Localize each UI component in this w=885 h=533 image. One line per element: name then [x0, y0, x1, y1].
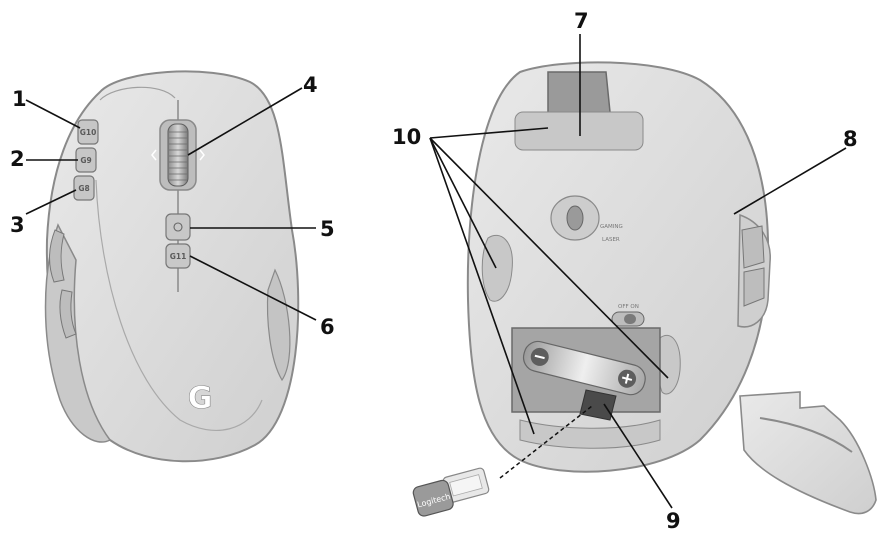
thumb-button-forward[interactable]	[49, 229, 65, 283]
leader-6	[189, 255, 317, 321]
plus-icon-v	[624, 373, 630, 384]
usb-receiver: Logitech	[412, 467, 490, 517]
leader-10b	[429, 137, 497, 269]
leader-4	[187, 87, 303, 156]
battery-door-groove	[759, 417, 853, 453]
power-switch-label: OFF ON	[618, 304, 639, 310]
leader-10a	[429, 127, 549, 139]
callout-8: 8	[843, 127, 858, 151]
g10-button-label: G10	[80, 128, 97, 137]
power-switch-knob	[624, 314, 636, 324]
scroll-wheel-ridges	[169, 131, 187, 181]
leader-3	[25, 189, 77, 215]
mouse-bottom-view: GAMING LASER OFF ON	[466, 61, 771, 473]
callouts-right: 7 8 9 10	[392, 9, 858, 533]
receiver-connector-inner	[449, 474, 483, 497]
leader-9	[603, 403, 673, 509]
scroll-wheel[interactable]	[167, 123, 189, 187]
battery-door-shell	[739, 391, 877, 515]
callout-9: 9	[666, 509, 681, 533]
side-button-lower[interactable]	[743, 267, 765, 307]
g8-button-label: G8	[78, 184, 89, 193]
palm-outline	[95, 179, 263, 431]
leader-1	[25, 99, 81, 129]
g10-button[interactable]	[77, 119, 99, 145]
logitech-g-logo: G	[188, 381, 213, 416]
battery-body	[522, 340, 646, 396]
receiver-storage-slot	[579, 389, 617, 421]
mouse-foot-top	[514, 111, 644, 151]
thumb-button-back[interactable]	[59, 289, 77, 339]
g11-button-label: G11	[170, 252, 187, 261]
mouse-top-view: G11 G10 G9 G8 G	[44, 70, 300, 463]
g9-button-label: G9	[80, 156, 91, 165]
tilt-left-arrow-icon	[151, 149, 157, 161]
callout-10: 10	[392, 125, 421, 149]
mouse-foot-left	[481, 234, 513, 302]
receiver-dashed-path	[499, 405, 593, 479]
laser-sensor	[566, 205, 584, 231]
callouts-left: 1 2 3 4 5 6	[10, 73, 335, 339]
leader-10d	[429, 137, 669, 379]
leader-10c	[429, 137, 535, 435]
callout-1: 1	[12, 87, 27, 111]
receiver-body	[412, 479, 454, 517]
battery	[522, 340, 646, 396]
callout-3: 3	[10, 213, 25, 237]
left-button-outline	[99, 86, 176, 101]
callout-7: 7	[574, 9, 589, 33]
side-button-upper[interactable]	[741, 225, 765, 269]
g8-button[interactable]	[73, 175, 95, 201]
mode-shift-button[interactable]	[165, 213, 191, 241]
callout-2: 2	[10, 147, 25, 171]
mouse-foot-bottom	[519, 419, 661, 449]
sensor-label-laser: LASER	[602, 237, 620, 243]
sensor-label-gaming: GAMING	[600, 224, 623, 230]
callout-5: 5	[320, 217, 335, 241]
leader-8	[733, 147, 847, 215]
mode-shift-icon	[173, 222, 183, 232]
callout-4: 4	[303, 73, 318, 97]
callout-6: 6	[320, 315, 335, 339]
battery-door	[739, 391, 877, 515]
tilt-right-arrow-icon	[199, 149, 205, 161]
minus-icon	[534, 354, 545, 360]
